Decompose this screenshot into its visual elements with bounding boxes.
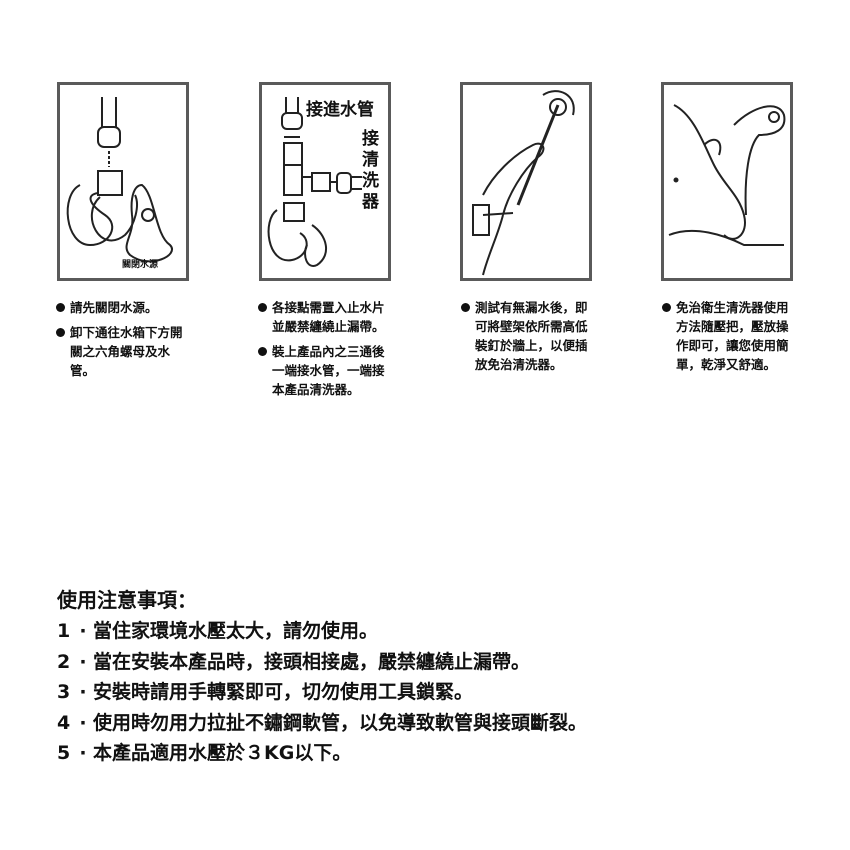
steps-column-4: 免治衛生清洗器使用方法隨壓把，壓放操作即可，讓您使用簡單，乾淨又舒適。 bbox=[662, 298, 794, 380]
note-number: 5 bbox=[57, 742, 71, 764]
notes-title: 使用注意事項： bbox=[57, 588, 197, 612]
note-separator: · bbox=[79, 620, 87, 642]
note-text: 當在安裝本產品時，接頭相接處，嚴禁纏繞止漏帶。 bbox=[93, 650, 531, 673]
illustration-shutoff-valve: 關閉水源 bbox=[57, 82, 189, 281]
note-number: 3 bbox=[57, 681, 71, 703]
label-char: 洗 bbox=[362, 171, 379, 191]
tee-drawing bbox=[267, 97, 362, 267]
note-separator: · bbox=[79, 742, 87, 764]
note-number: 4 bbox=[57, 711, 71, 734]
note-text: 使用時勿用力拉扯不鏽鋼軟管，以免導致軟管與接頭斷裂。 bbox=[93, 711, 588, 734]
note-text: 當住家環境水壓太大，請勿使用。 bbox=[93, 620, 379, 642]
illustration-wall-bracket bbox=[460, 82, 592, 281]
note-item: 5 · 本產品適用水壓於３KG以下。 bbox=[57, 738, 587, 769]
note-text: 本產品適用水壓於３KG以下。 bbox=[93, 742, 352, 764]
panel-label-shutoff: 關閉水源 bbox=[122, 260, 159, 270]
step-item: 卸下通往水箱下方開關之六角螺母及水管。 bbox=[56, 323, 188, 380]
illustration-hand-sprayer bbox=[661, 82, 793, 281]
usage-notes: 使用注意事項： 1 · 當住家環境水壓太大，請勿使用。 2 · 當在安裝本產品時，接頭相… bbox=[57, 586, 587, 769]
steps-column-2: 各接點需置入止水片並嚴禁纏繞止漏帶。 裝上產品內之三通後一端接水管，一端接本產品… bbox=[258, 298, 390, 405]
note-number: 2 bbox=[57, 650, 71, 673]
steps-column-1: 請先關閉水源。 卸下通往水箱下方開關之六角螺母及水管。 bbox=[56, 298, 188, 386]
note-item: 3 · 安裝時請用手轉緊即可，切勿使用工具鎖緊。 bbox=[57, 677, 587, 708]
steps-column-3: 測試有無漏水後，即可將壁架依所需高低裝釘於牆上，以便插放免治清洗器。 bbox=[461, 298, 593, 380]
note-separator: · bbox=[79, 681, 87, 703]
sprayer-drawing bbox=[668, 104, 786, 246]
label-char: 器 bbox=[362, 192, 379, 212]
panel-label-inlet: 接進水管 bbox=[306, 100, 374, 120]
note-item: 4 · 使用時勿用力拉扯不鏽鋼軟管，以免導致軟管與接頭斷裂。 bbox=[57, 708, 587, 739]
step-item: 測試有無漏水後，即可將壁架依所需高低裝釘於牆上，以便插放免治清洗器。 bbox=[461, 298, 593, 374]
illustration-tee-connector: 接進水管 接 清 洗 器 bbox=[259, 82, 391, 281]
note-item: 2 · 當在安裝本產品時，接頭相接處，嚴禁纏繞止漏帶。 bbox=[57, 647, 587, 678]
bracket-drawing bbox=[472, 90, 575, 276]
note-number: 1 bbox=[57, 620, 71, 642]
step-item: 裝上產品內之三通後一端接水管，一端接本產品清洗器。 bbox=[258, 342, 390, 399]
step-item: 各接點需置入止水片並嚴禁纏繞止漏帶。 bbox=[258, 298, 390, 336]
step-item: 請先關閉水源。 bbox=[56, 298, 188, 317]
panel-label-outlet: 接 清 洗 器 bbox=[362, 129, 380, 213]
note-text: 安裝時請用手轉緊即可，切勿使用工具鎖緊。 bbox=[93, 681, 474, 703]
note-separator: · bbox=[79, 650, 87, 673]
note-separator: · bbox=[79, 711, 87, 734]
valve-drawing bbox=[66, 97, 173, 263]
step-item: 免治衛生清洗器使用方法隨壓把，壓放操作即可，讓您使用簡單，乾淨又舒適。 bbox=[662, 298, 794, 374]
label-char: 清 bbox=[362, 150, 379, 170]
label-char: 接 bbox=[362, 129, 379, 149]
note-item: 1 · 當住家環境水壓太大，請勿使用。 bbox=[57, 616, 587, 647]
